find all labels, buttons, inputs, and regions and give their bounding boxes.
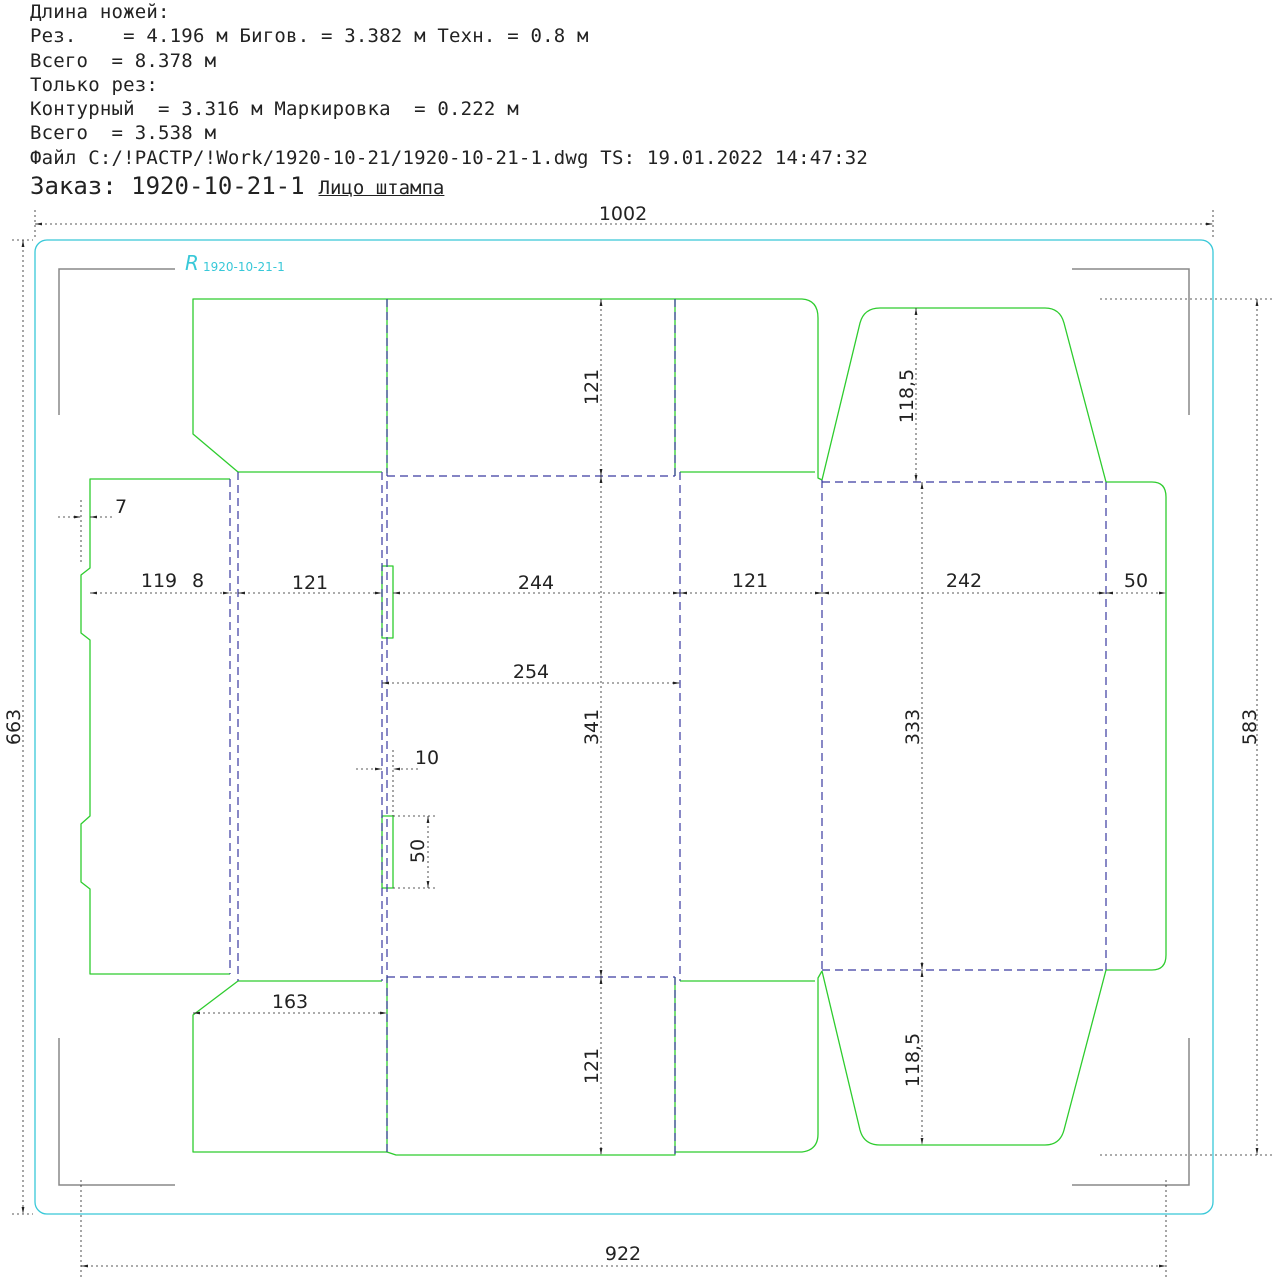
stamp-side-label: Лицо штампа bbox=[318, 177, 445, 200]
dim-163: 163 bbox=[272, 991, 308, 1013]
dim-8: 8 bbox=[192, 570, 204, 592]
dim-bottom-width: 922 bbox=[605, 1243, 641, 1265]
knife-length-cut-line: Рез. = 4.196 м Бигов. = 3.382 м Техн. = … bbox=[30, 25, 589, 48]
dim-50-slot: 50 bbox=[407, 839, 429, 863]
outer-frame bbox=[34, 239, 1214, 1215]
dim-244: 244 bbox=[518, 572, 554, 594]
corner-marks bbox=[58, 268, 1190, 1186]
contour-marking-line: Контурный = 3.316 м Маркировка = 0.222 м bbox=[30, 98, 519, 121]
order-line: Заказ: 1920-10-21-1 Лицо штампа bbox=[30, 171, 1030, 203]
drawing-header: Длина ножей: Рез. = 4.196 м Бигов. = 3.3… bbox=[30, 0, 1030, 203]
dim-121-top-flap: 121 bbox=[581, 369, 603, 405]
only-cut-total: Всего = 3.538 м bbox=[30, 122, 217, 145]
stamp-logo-icon: R bbox=[185, 251, 199, 275]
dimension-lines bbox=[12, 210, 1272, 1278]
dim-10: 10 bbox=[415, 747, 439, 769]
dim-119: 119 bbox=[141, 570, 177, 592]
dim-118-5-bottom: 118,5 bbox=[902, 1033, 924, 1087]
dim-333: 333 bbox=[902, 709, 924, 745]
stamp-mark: R 1920-10-21-1 bbox=[185, 251, 285, 275]
dim-254: 254 bbox=[513, 661, 549, 683]
knife-length-title: Длина ножей: bbox=[30, 1, 170, 23]
dim-118-5-top: 118,5 bbox=[896, 369, 918, 423]
dim-341: 341 bbox=[581, 709, 603, 745]
knife-length-total: Всего = 8.378 м bbox=[30, 49, 217, 72]
crease-lines bbox=[229, 299, 1107, 1155]
dim-121-left-panel: 121 bbox=[292, 572, 328, 594]
order-label: Заказ: 1920-10-21-1 bbox=[30, 172, 305, 201]
dim-7: 7 bbox=[115, 496, 127, 518]
file-path-line: Файл C:/!РАСТР/!Work/1920-10-21/1920-10-… bbox=[30, 146, 869, 169]
dim-242: 242 bbox=[946, 570, 982, 592]
cut-lines bbox=[80, 298, 1167, 1156]
only-cut-title: Только рез: bbox=[30, 73, 159, 96]
stamp-mark-text: 1920-10-21-1 bbox=[203, 260, 285, 274]
dim-overall-height: 663 bbox=[3, 709, 25, 745]
dim-121-right-panel: 121 bbox=[732, 570, 768, 592]
dim-121-bottom-flap: 121 bbox=[581, 1048, 603, 1084]
dim-50-strip: 50 bbox=[1124, 570, 1148, 592]
dimension-labels: 1002 663 583 922 7 119 8 121 244 121 242… bbox=[3, 203, 1261, 1265]
dim-right-height: 583 bbox=[1239, 709, 1261, 745]
dim-overall-width: 1002 bbox=[599, 203, 647, 225]
